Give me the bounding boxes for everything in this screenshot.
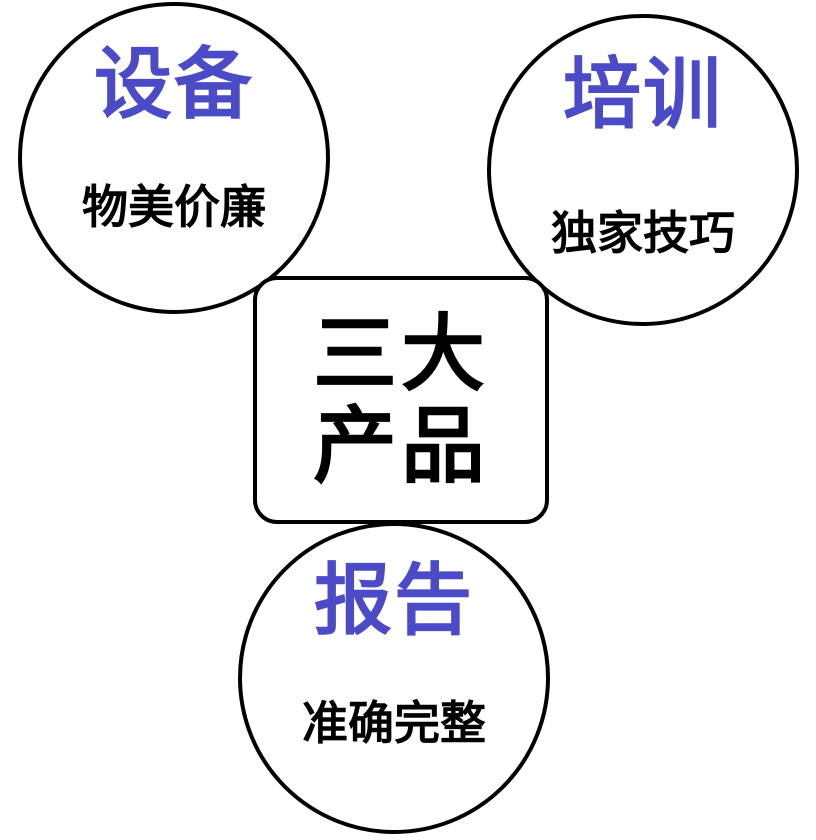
center-box: 三大 产品 (253, 276, 549, 524)
training-title: 培训 (562, 50, 723, 140)
equipment-subtitle: 物美价廉 (82, 180, 266, 234)
report-title: 报告 (313, 556, 474, 646)
equipment-title: 设备 (93, 40, 254, 130)
report-circle: 报告 准确完整 (238, 522, 550, 834)
center-title-line-2: 产品 (312, 397, 489, 495)
training-circle: 培训 独家技巧 (487, 14, 799, 326)
report-subtitle: 准确完整 (302, 696, 486, 750)
equipment-circle: 设备 物美价廉 (18, 2, 330, 314)
training-subtitle: 独家技巧 (551, 206, 735, 260)
center-title-line-1: 三大 (312, 305, 489, 403)
